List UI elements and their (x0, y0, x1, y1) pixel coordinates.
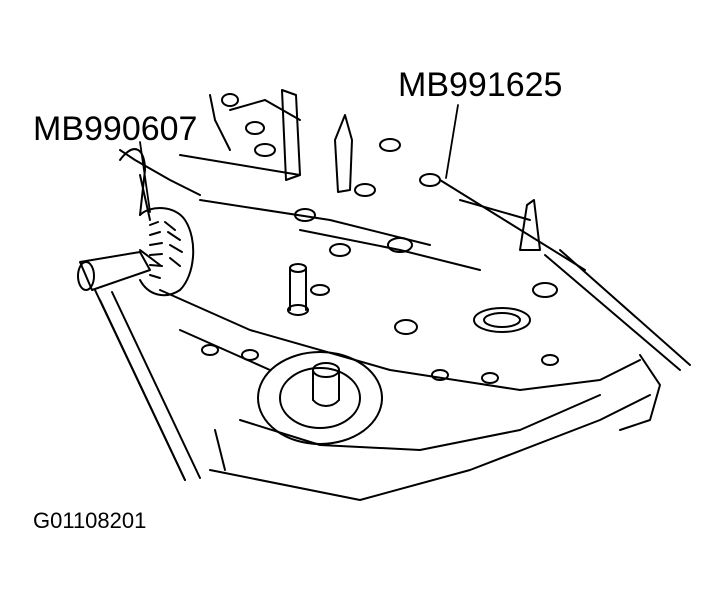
wrench-mb990607 (77, 249, 186, 481)
pins-mb991625 (281, 89, 541, 316)
leader-lines (139, 104, 459, 213)
camshaft-sprocket (119, 148, 195, 297)
callout-mb990607: MB990607 (33, 110, 198, 148)
head-outline (99, 94, 691, 501)
callout-mb991625: MB991625 (398, 66, 563, 104)
timing-flange (257, 351, 383, 445)
figure-id: G01108201 (33, 508, 147, 533)
camshaft-bearings (201, 93, 559, 384)
